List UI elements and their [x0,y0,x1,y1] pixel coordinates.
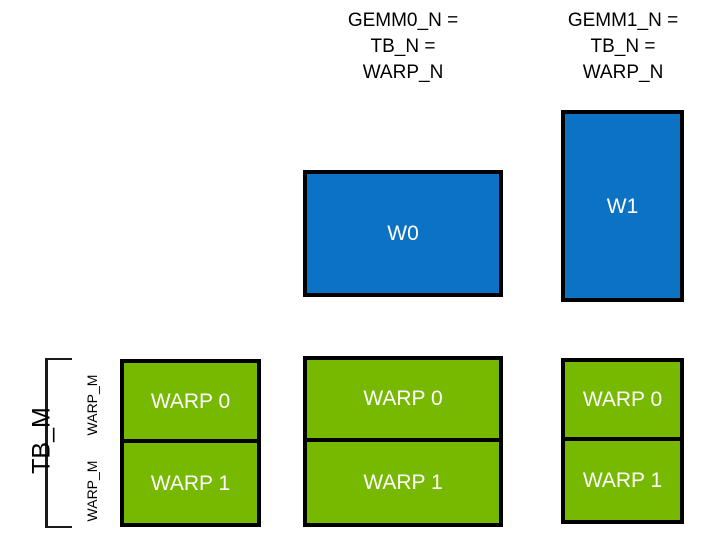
warp-stack-right: WARP 0 WARP 1 [561,358,684,524]
warp-stack-right-cell-1: WARP 1 [565,441,680,520]
warp-tile-w1: W1 [561,110,684,302]
column-header-gemm1: GEMM1_N = TB_N = WARP_N [567,10,679,83]
warp-m-label-top: WARP_M [84,374,100,436]
warp-stack-left: WARP 0 WARP 1 [120,359,261,527]
warp-stack-middle-cell-0-label: WARP 0 [363,387,443,411]
warp-tile-w1-label: W1 [606,194,639,218]
warp-stack-left-cell-0: WARP 0 [124,363,257,443]
warp-tile-w0-label: W0 [387,222,419,245]
tb-m-bracket [45,358,72,528]
warp-stack-right-cell-0-label: WARP 0 [582,388,663,411]
warp-stack-left-cell-1: WARP 1 [124,443,257,523]
warp-stack-middle-cell-1: WARP 1 [307,442,499,524]
warp-tile-w0: W0 [303,170,503,297]
warp-stack-left-cell-0-label: WARP 0 [150,389,231,413]
warp-m-label-bottom: WARP_M [84,460,100,522]
warp-stack-right-cell-0: WARP 0 [565,362,680,441]
warp-stack-middle-cell-0: WARP 0 [307,360,499,442]
warp-stack-middle-cell-1-label: WARP 1 [363,470,443,494]
warp-stack-right-cell-1-label: WARP 1 [582,469,663,492]
warp-stack-left-cell-1-label: WARP 1 [150,471,231,495]
warp-stack-middle: WARP 0 WARP 1 [303,356,503,527]
tb-m-label: TB_M [27,407,56,474]
column-header-gemm0: GEMM0_N = TB_N = WARP_N [347,10,459,83]
